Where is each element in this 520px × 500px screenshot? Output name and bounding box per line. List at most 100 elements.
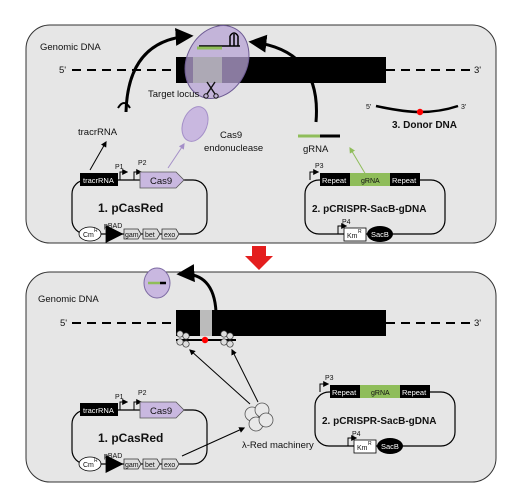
top-panel: Genomic DNA 5' 3' Target locus Cas9 endo… (25, 24, 497, 244)
genomic-dna-label-bottom: Genomic DNA (38, 294, 99, 305)
cm-resistance-marker-bottom (78, 456, 102, 472)
cm-label-bottom: Cm (83, 462, 94, 469)
bet-label-bottom: bet (145, 462, 155, 469)
pcasred-cas9-gene-bottom (139, 401, 185, 419)
gam-gene (123, 228, 142, 240)
pcasred-cas9-text-bottom: Cas9 (150, 406, 172, 417)
repeat-right-box (390, 173, 420, 186)
km-resistance-box-bottom (353, 439, 377, 454)
repeat-left-box (320, 173, 350, 186)
pcasred-plasmid-top: tracrRNA P1 P2 Cas9 1. pCasRed Cm R pBAD… (71, 160, 208, 243)
three-prime-label: 3' (474, 65, 481, 76)
tracrrna-expression-arrow (89, 140, 107, 171)
cas9-endonuclease-label-2: endonuclease (204, 143, 263, 154)
grna-spacer-box-bottom (360, 385, 400, 398)
p1-label-bottom: P1 (115, 394, 124, 401)
bottom-panel: Genomic DNA 5' 3' (25, 264, 497, 483)
gam-label-bottom: gam (125, 462, 139, 469)
lambda-arrow-right (231, 348, 259, 403)
p3-promoter-arrow (309, 169, 320, 180)
p4-promoter-arrow-bottom (347, 435, 358, 446)
p1-promoter-arrow-bottom (119, 399, 129, 410)
gam-label: gam (125, 232, 139, 239)
sacb-label: SacB (371, 230, 389, 239)
grna-spacer-box (350, 173, 390, 186)
grna-label: gRNA (303, 144, 329, 155)
tracrrna-label: tracrRNA (78, 127, 118, 138)
inserted-mutation-dot (201, 336, 209, 344)
grna-curve-arrow (248, 34, 318, 123)
pcrispr-title-bottom: 2. pCRISPR-SacB-gDNA (322, 416, 436, 427)
pcasred-tracrrna-text: tracrRNA (83, 176, 114, 185)
pcrispr-plasmid-top: P3 Repeat gRNA Repeat 2. pCRISPR-SacB-gD… (304, 163, 446, 242)
p2-label-bottom: P2 (138, 390, 147, 397)
pcasred-title: 1. pCasRed (98, 201, 163, 215)
exo-gene-bottom (161, 458, 180, 470)
lambda-arrow-left (189, 349, 251, 405)
lambda-red-label: λ-Red machinery (242, 440, 314, 451)
p4-promoter-arrow (337, 223, 348, 234)
sacb-marker-bottom (377, 438, 403, 454)
p1-promoter-arrow (119, 169, 129, 180)
p4-label: P4 (342, 219, 351, 226)
pcasred-tracrrna-box-bottom (80, 403, 118, 416)
p2-promoter-arrow-bottom (133, 399, 143, 410)
km-label-bottom: Km (357, 445, 368, 452)
sacb-label-bottom: SacB (381, 442, 399, 451)
five-prime-label: 5' (59, 65, 66, 76)
five-prime-label-bottom: 5' (60, 318, 67, 329)
pcasred-tracrrna-box (80, 173, 118, 186)
genomic-dna-label: Genomic DNA (40, 42, 101, 53)
pcasred-tracrrna-text-bottom: tracrRNA (83, 406, 114, 415)
repeat-left-box-bottom (330, 385, 360, 398)
scissors-handle-2 (213, 93, 219, 99)
repeat-left-text: Repeat (322, 176, 347, 185)
scissors-icon (206, 81, 216, 95)
pcrispr-title: 2. pCRISPR-SacB-gDNA (312, 204, 426, 215)
donor-dna-label: 3. Donor DNA (392, 120, 457, 131)
grna-spacer-text-bottom: gRNA (371, 390, 390, 397)
donor-mutation-dot (416, 108, 424, 116)
three-prime-label-bottom: 3' (474, 318, 481, 329)
p2-label: P2 (138, 160, 147, 167)
pcasred-plasmid-bottom: tracrRNA P1 P2 Cas9 1. pCasRed Cm R pBAD… (71, 390, 208, 473)
release-curve-arrow (176, 264, 218, 313)
cut-site-gap (200, 310, 212, 336)
transition-red-arrow (245, 246, 273, 270)
exo-label: exo (164, 232, 175, 239)
bet-protein-cluster-right (220, 330, 234, 348)
p3-promoter-arrow-bottom (319, 381, 330, 392)
sacb-marker (367, 226, 393, 242)
km-label: Km (347, 233, 358, 240)
km-resistance-box (343, 227, 367, 242)
cm-resistance-marker (78, 226, 102, 242)
p1-label: P1 (115, 164, 124, 171)
p3-label-bottom: P3 (325, 375, 334, 382)
grna-expression-arrow (349, 146, 367, 176)
pcasred-title-bottom: 1. pCasRed (98, 431, 163, 445)
cas9-expression-arrow (167, 143, 185, 169)
scissors-handle-1 (203, 93, 209, 99)
cm-label: Cm (83, 232, 94, 239)
km-superscript-bottom: R (368, 441, 372, 447)
pcasred-cas9-text: Cas9 (150, 176, 172, 187)
lambda-red-protein-cluster (244, 402, 274, 432)
repeat-left-text-bottom: Repeat (332, 388, 357, 397)
gam-gene-bottom (123, 458, 142, 470)
pcrispr-plasmid-bottom: P3 Repeat gRNA Repeat 2. pCRISPR-SacB-gD… (314, 375, 456, 454)
pcasred-cas9-gene (139, 171, 185, 189)
target-locus-label: Target locus (148, 89, 199, 100)
cas9-endonuclease-blob (181, 106, 209, 142)
pbad-label: pBAD (104, 223, 122, 230)
donor-three-prime: 3' (461, 104, 466, 111)
lambda-expression-arrow (181, 427, 246, 457)
bound-grna-hairpin (199, 32, 240, 47)
p2-promoter-arrow (133, 169, 143, 180)
tracrrna-curve-arrow (124, 27, 194, 113)
cm-superscript: R (94, 228, 98, 234)
cas9-endonuclease-label-1: Cas9 (220, 130, 242, 141)
cas9-bound-complex (184, 25, 250, 99)
exo-gene (161, 228, 180, 240)
bet-gene-bottom (142, 458, 161, 470)
